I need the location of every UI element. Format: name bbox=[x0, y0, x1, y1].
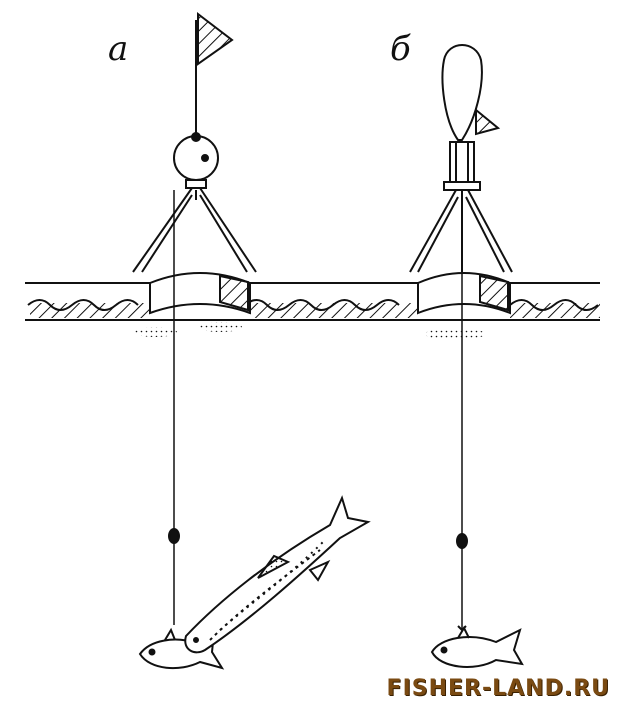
under-ice-shading bbox=[133, 322, 485, 340]
sinker-a bbox=[168, 528, 180, 544]
rig-a bbox=[132, 11, 257, 625]
bait-fish-b bbox=[430, 625, 524, 668]
sinker-b bbox=[456, 533, 468, 549]
rig-a-label: а bbox=[108, 29, 129, 69]
flag-icon bbox=[197, 11, 234, 66]
reel-icon bbox=[173, 135, 219, 181]
site-watermark: FISHER-LAND.RU bbox=[386, 676, 610, 701]
rig-b-label: б bbox=[390, 29, 411, 69]
fish-icon bbox=[430, 628, 524, 668]
ice-layer bbox=[25, 272, 600, 321]
pike bbox=[184, 495, 371, 654]
rig-b bbox=[409, 44, 513, 630]
